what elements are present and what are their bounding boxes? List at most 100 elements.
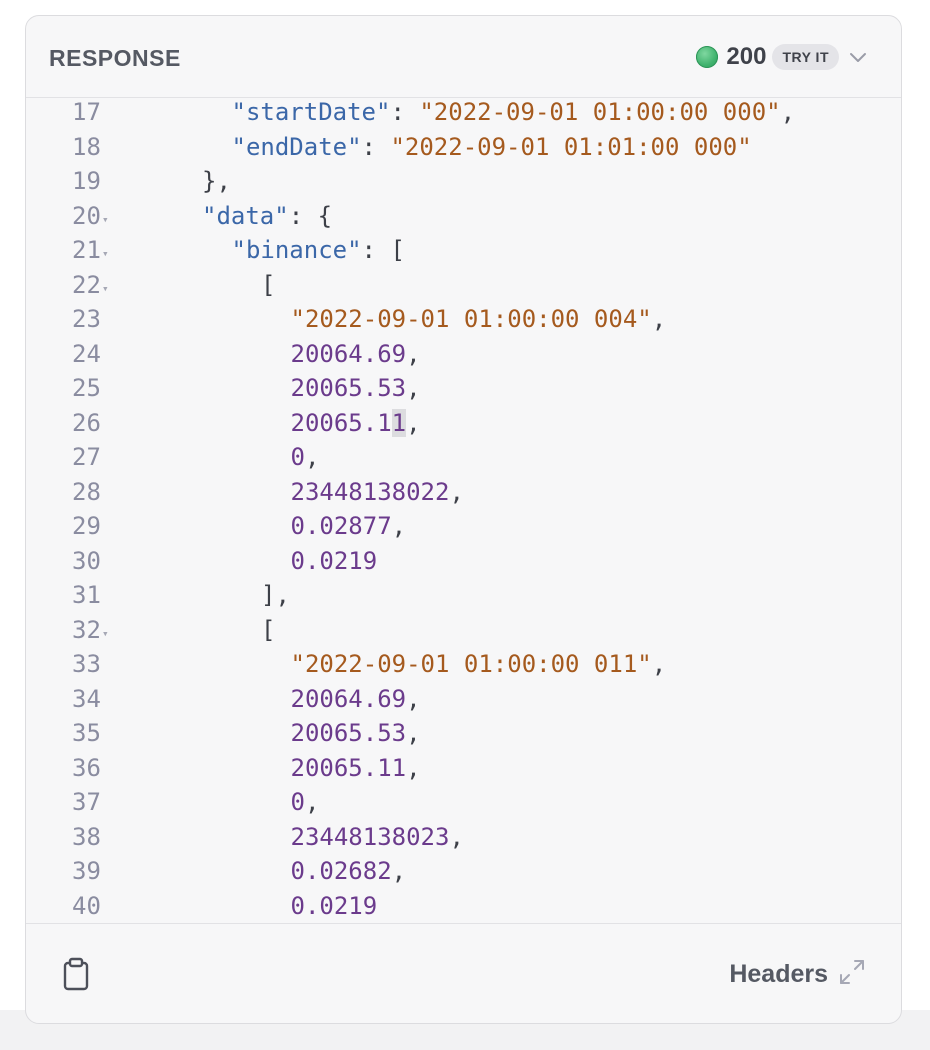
code-line: 32▾ [ [26,613,901,648]
line-code: 20065.53, [291,719,421,747]
headers-label: Headers [729,960,828,988]
code-token: 0 [290,443,305,472]
code-line: 27 0, [26,440,901,475]
code-token: 1 [391,408,407,437]
code-token: "2022-09-01 01:00:00 004" [290,305,652,334]
code-token: , [406,753,421,782]
code-token: , [406,408,421,437]
line-number: 21 [72,236,101,265]
fold-toggle-icon[interactable]: ▾ [102,281,109,295]
code-token: 20064.69 [290,684,407,713]
line-number: 24 [72,339,101,368]
code-token: , [406,719,421,748]
line-number: 31 [72,581,101,610]
fold-toggle-icon[interactable]: ▾ [102,247,109,260]
code-line: 21▾"binance": [ [26,233,901,268]
chevron-down-icon[interactable] [845,44,871,70]
code-token: , [406,684,421,713]
line-code: 20065.11, [290,408,421,437]
code-line: 33 "2022-09-01 01:00:00 011", [26,647,901,682]
fold-toggle-icon[interactable]: ▾ [102,212,109,226]
code-token: [ [261,615,276,644]
line-number: 26 [72,408,101,437]
code-token: 0.02877 [290,512,392,541]
code-token: 20064.69 [290,339,407,368]
code-line: 24 20064.69, [26,337,901,372]
response-header: RESPONSE 200 TRY IT [26,16,901,98]
line-number: 20 [72,201,101,230]
line-number: 25 [72,374,101,403]
code-token: 20065.53 [290,719,407,748]
line-number: 38 [72,822,101,851]
line-code: 0.0219 [291,892,378,920]
code-token: ], [261,581,290,610]
code-line: 26 20065.11, [26,406,901,441]
clipboard-icon[interactable] [61,957,91,991]
code-line: 35 20065.53, [26,716,901,751]
code-line: 20▾ "data": { [26,199,901,234]
code-token: "2022-09-01 01:01:00 000" [390,132,752,161]
code-line: 36 20065.11, [26,751,901,786]
code-token: , [391,512,407,541]
line-code: ], [261,581,290,609]
code-token: : [390,98,420,127]
headers-button[interactable]: Headers [729,958,866,991]
status-code: 200 [726,43,767,70]
line-number: 22 [72,270,101,299]
code-token: , [406,339,421,368]
code-token: 23448138023 [290,822,450,851]
response-code-viewer[interactable]: 17 "startDate": "2022-09-01 01:00:00 000"… [26,98,901,924]
code-token: , [304,788,320,817]
status-indicator-icon [696,46,719,68]
code-line: 34 20064.69, [26,682,901,717]
code-token: 23448138022 [290,477,450,506]
line-code: 0.02877, [291,512,407,540]
code-token: , [449,822,464,851]
line-number: 27 [72,443,101,472]
status-selector[interactable]: 200 TRY IT [696,40,871,74]
code-token: : { [288,201,333,230]
line-code: 0, [291,443,320,471]
code-token: , [780,98,796,127]
line-code: "data": { [202,202,332,230]
code-line: 18"endDate": "2022-09-01 01:01:00 000" [26,130,901,165]
line-code: [ [261,616,275,644]
code-line: 30 0.0219 [26,544,901,579]
line-number: 30 [72,546,101,575]
line-code: 23448138023, [291,823,464,851]
code-token: 0.0219 [290,546,378,575]
code-token: 0.0219 [290,891,378,920]
code-token: 0.02682 [290,857,392,886]
code-token: "2022-09-01 01:00:00 000" [419,98,781,127]
code-line: 22▾ [ [26,268,901,303]
try-it-badge[interactable]: TRY IT [772,44,839,70]
code-token: "2022-09-01 01:00:00 011" [290,650,652,679]
code-line: 25 20065.53, [26,371,901,406]
line-number: 34 [72,684,101,713]
line-code: 20065.53, [291,374,421,402]
code-token: "endDate" [231,132,362,161]
line-code: "2022-09-01 01:00:00 011", [291,650,667,678]
line-code: [ [261,271,275,299]
line-number: 32 [72,615,101,644]
line-code: "startDate": "2022-09-01 01:00:00 000", [232,98,796,126]
line-code: "2022-09-01 01:00:00 004", [291,305,667,333]
code-token: 20065.11 [290,753,407,782]
fold-toggle-icon[interactable]: ▾ [102,626,109,640]
line-number: 36 [72,753,101,782]
code-line: 31], [26,578,901,613]
line-number: 17 [72,98,101,127]
code-token: 20065.1 [290,408,392,437]
line-number: 33 [72,650,101,679]
code-token: , [651,650,667,679]
code-token: "binance" [231,236,362,265]
line-code: 20065.11, [291,754,421,782]
line-code: 0.0219 [291,547,378,575]
line-number: 28 [72,477,101,506]
line-number: 37 [72,788,101,817]
code-token: }, [202,167,231,196]
line-number: 35 [72,719,101,748]
